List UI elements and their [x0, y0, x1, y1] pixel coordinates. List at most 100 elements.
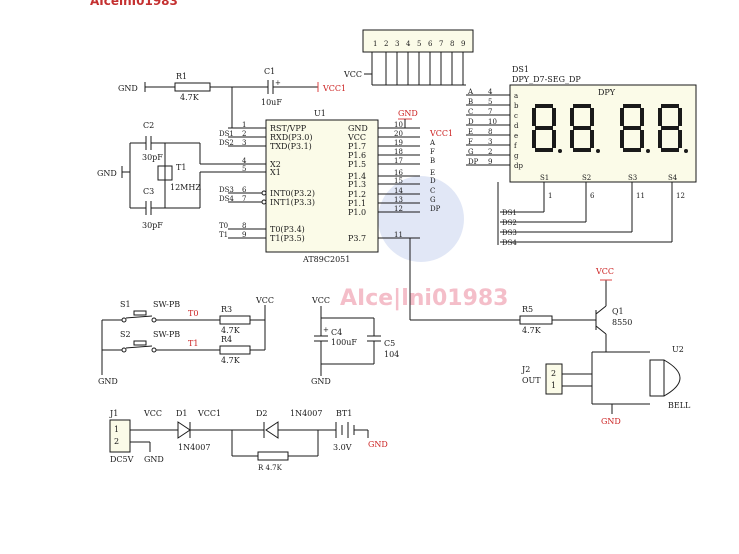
- gnd-label-osc: GND: [97, 169, 117, 178]
- u1-pin-num: 13: [394, 196, 403, 204]
- header-pin-num: 1: [373, 40, 377, 48]
- u1-pin-name: T0(P3.4): [270, 225, 305, 234]
- u1-right-net: DP: [430, 205, 441, 213]
- ds1-seg-net: DP: [468, 158, 479, 166]
- svg-text:1: 1: [114, 425, 119, 434]
- ds1-seg-net: B: [468, 98, 473, 106]
- t1-crystal: [157, 165, 173, 181]
- u1-pin-num: 8: [242, 222, 246, 230]
- ds1-body: [509, 84, 697, 183]
- bt1-value: 3.0V: [333, 443, 352, 452]
- ds1-digit-pin: 1: [548, 192, 552, 200]
- ds1-seg-pin: 3: [488, 138, 492, 146]
- u1-right-net: E: [430, 169, 435, 177]
- u1-left-net: DS3: [219, 186, 234, 194]
- svg-text:+: +: [275, 79, 281, 87]
- ds1-digit-net: DS3: [502, 229, 517, 237]
- u1-pin-num: 2: [242, 130, 246, 138]
- header-pin-num: 4: [406, 40, 411, 48]
- j1-gnd: GND: [144, 455, 164, 464]
- ds1-seg-net: C: [468, 108, 473, 116]
- u1-pin-num: 4: [242, 157, 247, 165]
- u1-right-net: C: [430, 187, 435, 195]
- ds1-digit-pin: 11: [636, 192, 645, 200]
- u1-left-net: DS1: [219, 130, 234, 138]
- logo-text: AIcelnI01983: [90, 0, 178, 8]
- u1-pin-num: 19: [394, 139, 403, 147]
- u1-pin-num: 9: [242, 231, 246, 239]
- u1-left-net: T0: [219, 222, 228, 230]
- u1-left-net: DS4: [219, 195, 234, 203]
- u1-pin-num: 6: [242, 186, 247, 194]
- u1-pin-num: 15: [394, 177, 403, 185]
- d2-label: D2: [256, 409, 268, 418]
- s2-label: S2: [120, 330, 131, 339]
- u1-right-net: VCC1: [429, 129, 453, 138]
- q1-vcc: VCC: [595, 267, 614, 276]
- j1-connector: [109, 419, 131, 453]
- ds1-digit-net: DS1: [502, 209, 517, 217]
- u1-pin-name: P1.2: [348, 190, 366, 199]
- svg-text:1: 1: [551, 381, 556, 390]
- q1-value: 8550: [612, 318, 632, 327]
- t1-value: 12MHZ: [170, 183, 201, 192]
- watermark-circle: [378, 176, 464, 262]
- d1-value: 1N4007: [178, 443, 210, 452]
- cap-vcc: VCC: [311, 296, 330, 305]
- ds1-seg-pin: 4: [488, 88, 493, 96]
- u1-pin-name: T1(P3.5): [270, 234, 305, 243]
- r1-resistor: [174, 82, 211, 92]
- u1-pin-num: 1: [242, 121, 246, 129]
- header-pin-num: 6: [428, 40, 433, 48]
- r4-value: 4.7K: [221, 356, 241, 365]
- c4-label: C4: [331, 328, 342, 337]
- bell-gnd: GND: [601, 417, 621, 426]
- u1-gnd-net: GND: [398, 109, 418, 118]
- d1-vcc1: VCC1: [197, 409, 221, 418]
- u1-pin-name: INT0(P3.2): [270, 189, 315, 198]
- r3-label: R3: [221, 305, 232, 314]
- r5-value: 4.7K: [522, 326, 542, 335]
- bt1-gnd: GND: [368, 440, 388, 449]
- u1-body: [265, 119, 379, 253]
- u1-pin-num: 16: [394, 169, 403, 177]
- ds1-seg-name: d: [514, 122, 519, 130]
- header-pin-num: 5: [417, 40, 421, 48]
- ds1-seg-net: E: [468, 128, 473, 136]
- d1-label: D1: [176, 409, 188, 418]
- u1-pin-num: 5: [242, 165, 246, 173]
- r3-value: 4.7K: [221, 326, 241, 335]
- header-body: [362, 29, 474, 53]
- svg-text:+: +: [323, 326, 329, 334]
- u1-pin-num: 7: [242, 195, 246, 203]
- u1-pin-name: P1.7: [348, 142, 366, 151]
- u1-pin-name: P1.3: [348, 180, 366, 189]
- u1-right-net: A: [429, 139, 436, 147]
- u1-pin-name: RXD(P3.0): [270, 133, 312, 142]
- c5-value: 104: [384, 350, 399, 359]
- c2-value: 30pF: [142, 153, 163, 162]
- u1-part: AT89C2051: [302, 255, 350, 264]
- ds1-digit-name: S1: [540, 174, 549, 182]
- header-pin-num: 3: [395, 40, 399, 48]
- hidden-resistor: R 4.7K: [258, 464, 283, 472]
- d2-value: 1N4007: [290, 409, 322, 418]
- vcc1-label-c1: VCC1: [322, 84, 346, 93]
- cap-gnd: GND: [311, 377, 331, 386]
- r5-label: R5: [522, 305, 533, 314]
- u1-pin-name: P1.6: [348, 151, 366, 160]
- u1-pin-num: 3: [242, 139, 246, 147]
- u2-label: U2: [672, 345, 684, 354]
- sw-t0-net: T0: [188, 309, 198, 318]
- watermark-text: AIce|lni01983: [340, 286, 509, 311]
- u1-right-net: G: [430, 196, 436, 204]
- ds1-digit-pin: 12: [676, 192, 685, 200]
- svg-text:2: 2: [114, 437, 119, 446]
- bell-label: BELL: [668, 401, 691, 410]
- header-vcc: VCC: [343, 70, 362, 79]
- u1-pin-name: P1.4: [348, 172, 366, 181]
- header-pin-num: 2: [384, 40, 388, 48]
- u1-pin-num: 18: [394, 148, 403, 156]
